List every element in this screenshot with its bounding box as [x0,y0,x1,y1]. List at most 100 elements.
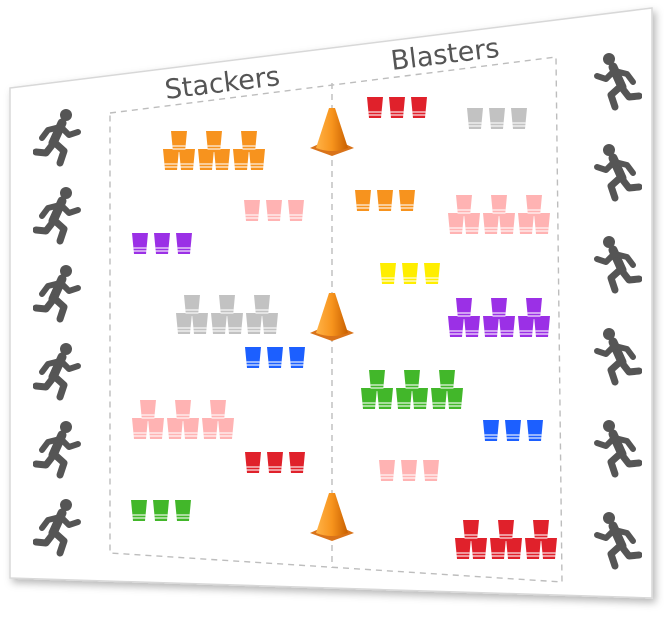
cone-icon [310,293,354,341]
cup [379,460,395,481]
cup [183,418,199,439]
cup [167,418,183,439]
cup [288,200,304,221]
cup [518,316,534,337]
cup [211,313,227,334]
cup [171,131,187,152]
cup [361,388,377,409]
cup [505,420,521,441]
cup-group-red-row [245,452,305,473]
cup [506,538,522,559]
cup [218,418,234,439]
cup [377,190,393,211]
cup-group-gray-row [467,108,527,129]
cup [525,538,541,559]
cup [380,263,396,284]
cup [533,520,549,541]
cup [176,233,192,254]
cup [389,97,405,118]
cup [464,213,480,234]
cup [534,316,550,337]
cup-group-pink-row [244,200,304,221]
cup [175,500,191,521]
cup [483,213,499,234]
cup [499,316,515,337]
cup [245,452,261,473]
cup [491,195,507,216]
cup [401,460,417,481]
cup [534,213,550,234]
cup [241,131,257,152]
cup [184,295,200,316]
cup [367,97,383,118]
cup [456,298,472,319]
cup [153,500,169,521]
cup [489,108,505,129]
cup [424,263,440,284]
cup-group-pink-pyramids [448,195,550,234]
cup [396,388,412,409]
cup [140,400,156,421]
cup [399,190,415,211]
cup [412,388,428,409]
cup [179,149,195,170]
cup [518,213,534,234]
cup [267,347,283,368]
cup [456,195,472,216]
cup [176,313,192,334]
cup [131,500,147,521]
cup [254,295,270,316]
cup-group-pink-row [379,460,439,481]
cup [148,418,164,439]
cup [219,295,235,316]
cup-groups [131,97,557,559]
cones [310,108,354,541]
cup [411,97,427,118]
cup-group-purple-pyramids [448,298,550,337]
cup [455,538,471,559]
cup [233,149,249,170]
cone-icon [310,493,354,541]
cup-group-orange-row [355,190,415,211]
cup [490,538,506,559]
cup [447,388,463,409]
cup [206,131,222,152]
cup-group-yellow-row [380,263,440,284]
cup-group-orange-pyramids [163,131,265,170]
cup [198,149,214,170]
cup [377,388,393,409]
cup-group-blue-row [245,347,305,368]
cup [491,298,507,319]
cup [527,420,543,441]
cup [498,520,514,541]
cup-group-gray-pyramids [176,295,278,334]
cup [289,347,305,368]
cup [132,233,148,254]
cup [467,108,483,129]
play-area-boundary [109,56,563,583]
cup-group-red-row [367,97,427,118]
cup [246,313,262,334]
cup [463,520,479,541]
cup [439,370,455,391]
cup [214,149,230,170]
cup [266,200,282,221]
cup [541,538,557,559]
cup [192,313,208,334]
cone-icon [310,108,354,156]
cup [483,316,499,337]
cup [262,313,278,334]
cup-group-pink-pyramids [132,400,234,439]
cup-group-green-pyramids [361,370,463,409]
cup [499,213,515,234]
cup-group-purple-row [132,233,192,254]
cup [431,388,447,409]
cup [448,213,464,234]
cup-group-red-pyramids [455,520,557,559]
cup [154,233,170,254]
cup [448,316,464,337]
cup [404,370,420,391]
cup [175,400,191,421]
cup [402,263,418,284]
